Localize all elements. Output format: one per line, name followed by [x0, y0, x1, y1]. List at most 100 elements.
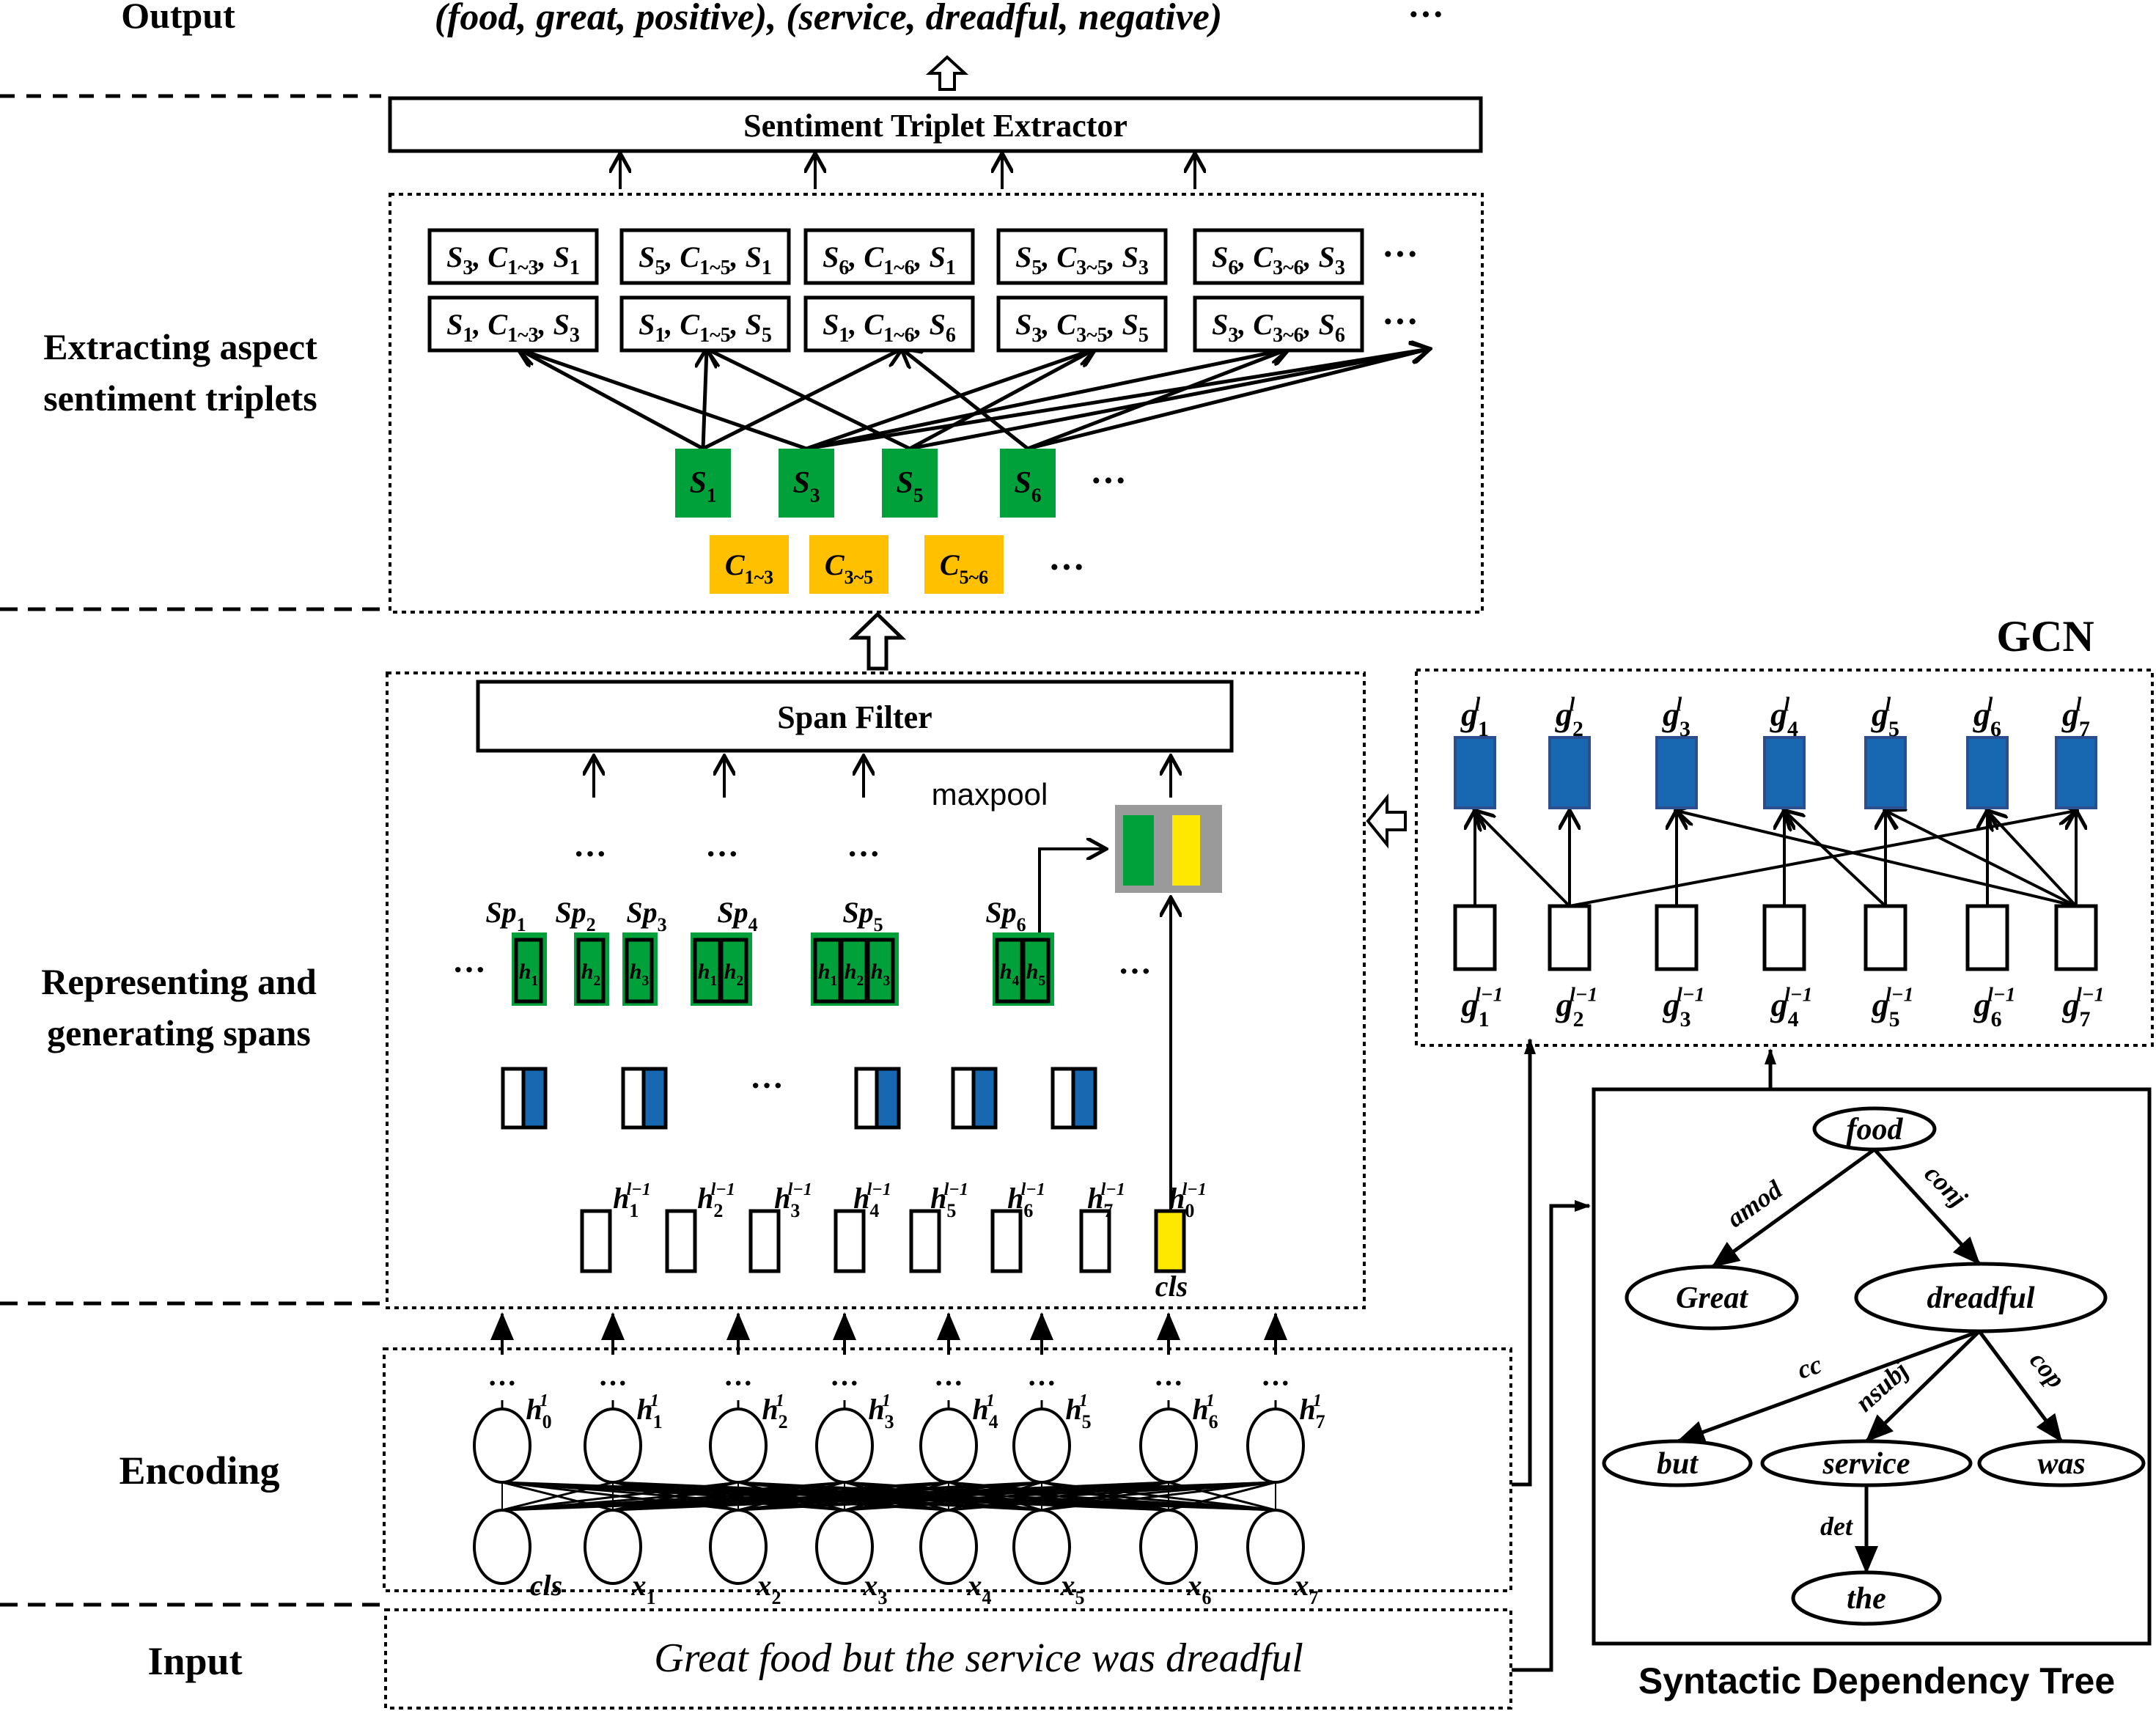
- hidden-state-block: [580, 1209, 612, 1273]
- encoder-ellipsis: ···: [934, 1366, 963, 1399]
- span-block-label: S1: [689, 466, 716, 507]
- pair-blue-cell: [875, 1067, 901, 1130]
- stage-label-encoding: Encoding: [119, 1449, 279, 1493]
- span-token-label: h2: [845, 960, 864, 989]
- encoder-ellipsis: ···: [488, 1366, 517, 1399]
- span-filter-label: Span Filter: [777, 699, 932, 735]
- span-token-label: h5: [1026, 960, 1046, 989]
- pair-white-cell: [951, 1067, 976, 1130]
- attention-edge: [844, 1481, 1276, 1512]
- encoder-ellipsis: ···: [598, 1366, 628, 1399]
- tree-node-dreadful: dreadful: [1854, 1262, 2108, 1333]
- gcn-output-node: [2055, 736, 2097, 809]
- encoder-top-node: ···h31: [815, 1366, 894, 1484]
- span-ellipsis: ···: [705, 835, 739, 872]
- dependency-tree-title: Syntactic Dependency Tree: [1638, 1660, 2115, 1701]
- span-block-fill: [675, 449, 731, 518]
- gcn-output-label: g4l: [1770, 692, 1798, 741]
- encoder-node-circle: [919, 1408, 978, 1484]
- tree-node-label: but: [1657, 1447, 1699, 1481]
- tree-node-label: Great: [1676, 1281, 1748, 1315]
- span-token-label: h1: [698, 960, 717, 989]
- span-representation: h3: [622, 932, 658, 1006]
- cross-connectors: [1366, 793, 1776, 1672]
- width-embedding-pair: [1051, 1067, 1097, 1130]
- span-triplet-link: [902, 349, 1029, 450]
- gcn-input-node: [1863, 904, 1907, 971]
- tree-node-service: service: [1760, 1439, 1973, 1487]
- encoder-top-label: h01: [526, 1391, 551, 1432]
- encoder-node-circle: [709, 1509, 768, 1585]
- hidden-state-block: [1079, 1209, 1111, 1273]
- encoder-bottom-label: x6: [1187, 1569, 1212, 1608]
- tree-node-was: was: [1977, 1439, 2146, 1487]
- span-triplet-link: [1027, 349, 1289, 451]
- input-to-tree-arrow: [1512, 1200, 1591, 1672]
- span-token-cell: [514, 938, 543, 1004]
- sentiment-triplet-extractor: Sentiment Triplet Extractor: [388, 96, 1483, 189]
- encoder-bottom-node: cls: [473, 1509, 562, 1602]
- encoder-ellipsis: ···: [1027, 1366, 1056, 1399]
- encoder-node-circle: [815, 1509, 874, 1585]
- tree-node-label: dreadful: [1927, 1281, 2035, 1315]
- span-triplet-link: [1027, 349, 1430, 451]
- span-block-label: S5: [896, 466, 923, 507]
- triplet-box-frame: [996, 228, 1168, 285]
- context-ellipsis: ···: [1048, 546, 1085, 587]
- gcn-output-node: [1864, 736, 1907, 809]
- triplet-text: S1, C1~3, S3: [446, 308, 580, 347]
- span-row-ellipsis-left: ···: [452, 951, 486, 988]
- span-ellipsis: ···: [847, 835, 880, 872]
- pair-white-cell: [621, 1067, 646, 1130]
- encoder-ellipsis: ···: [1261, 1366, 1290, 1399]
- relation-label-cc: cc: [1794, 1350, 1825, 1385]
- gcn-input-node: [1548, 904, 1592, 971]
- attention-edge: [1168, 1481, 1276, 1512]
- span-representation: h1: [512, 932, 547, 1006]
- gcn-output-node: [1655, 736, 1698, 809]
- span-label-sp4: Sp4: [717, 896, 757, 935]
- stage-labels: Output Extracting aspect sentiment tripl…: [41, 0, 317, 1683]
- gcn-edge: [1987, 811, 2078, 908]
- triplet-box-frame: [803, 228, 975, 285]
- span-section-frame: [386, 671, 1366, 1309]
- maxpool-label: maxpool: [932, 777, 1048, 812]
- span-triplet-link: [806, 349, 1289, 451]
- triplet-candidate-box: S3, C3~6, S6: [1193, 295, 1364, 353]
- hollow-up-arrow-icon: [925, 55, 969, 91]
- cls-hidden-block: [1154, 1209, 1186, 1273]
- hidden-state-block: [748, 1209, 781, 1273]
- span-token-label: h2: [581, 960, 600, 989]
- tree-node-the: the: [1791, 1570, 1942, 1626]
- encoder-node-circle: [584, 1509, 642, 1585]
- triplet-text: S5, C3~5, S3: [1015, 240, 1149, 279]
- span-token-cell: [1021, 938, 1051, 1004]
- encoding-section: ···h01···h11···h21···h31···h41···h51···h…: [383, 1347, 1512, 1608]
- encoder-node-circle: [1012, 1408, 1071, 1484]
- gcn-output-node: [1763, 736, 1806, 809]
- hidden-state-label: h4l−1: [853, 1180, 891, 1221]
- triplet-candidate-box: S5, C1~5, S1: [619, 228, 791, 285]
- extractor-label: Sentiment Triplet Extractor: [743, 108, 1127, 144]
- gcn-edges: [1475, 811, 2078, 908]
- tree-node-but: but: [1602, 1439, 1753, 1487]
- span-filter-box: [476, 680, 1234, 753]
- span-triplet-link: [518, 349, 807, 451]
- context-block: C5~6: [924, 535, 1004, 594]
- span-block-fill: [1000, 449, 1056, 518]
- span-label-sp6: Sp6: [985, 896, 1026, 935]
- tree-node-ellipse: [1602, 1439, 1753, 1487]
- triplet-candidate-box: S1, C1~5, S5: [619, 295, 791, 353]
- gcn-output-node: [1454, 736, 1496, 809]
- span-to-triplet-lines: [518, 349, 1430, 451]
- triplet-box-frame: [803, 295, 975, 353]
- gcn-input-label: g6l−1: [1973, 982, 2016, 1031]
- triplet-row1-ellipsis: ···: [1382, 233, 1419, 274]
- span-row-ellipsis-right: ···: [1118, 952, 1152, 990]
- triplet-box-frame: [1193, 295, 1364, 353]
- span-block-s3: S3: [779, 449, 834, 518]
- triplet-row2-ellipsis: ···: [1382, 301, 1419, 342]
- encoder-node-circle: [1246, 1408, 1305, 1484]
